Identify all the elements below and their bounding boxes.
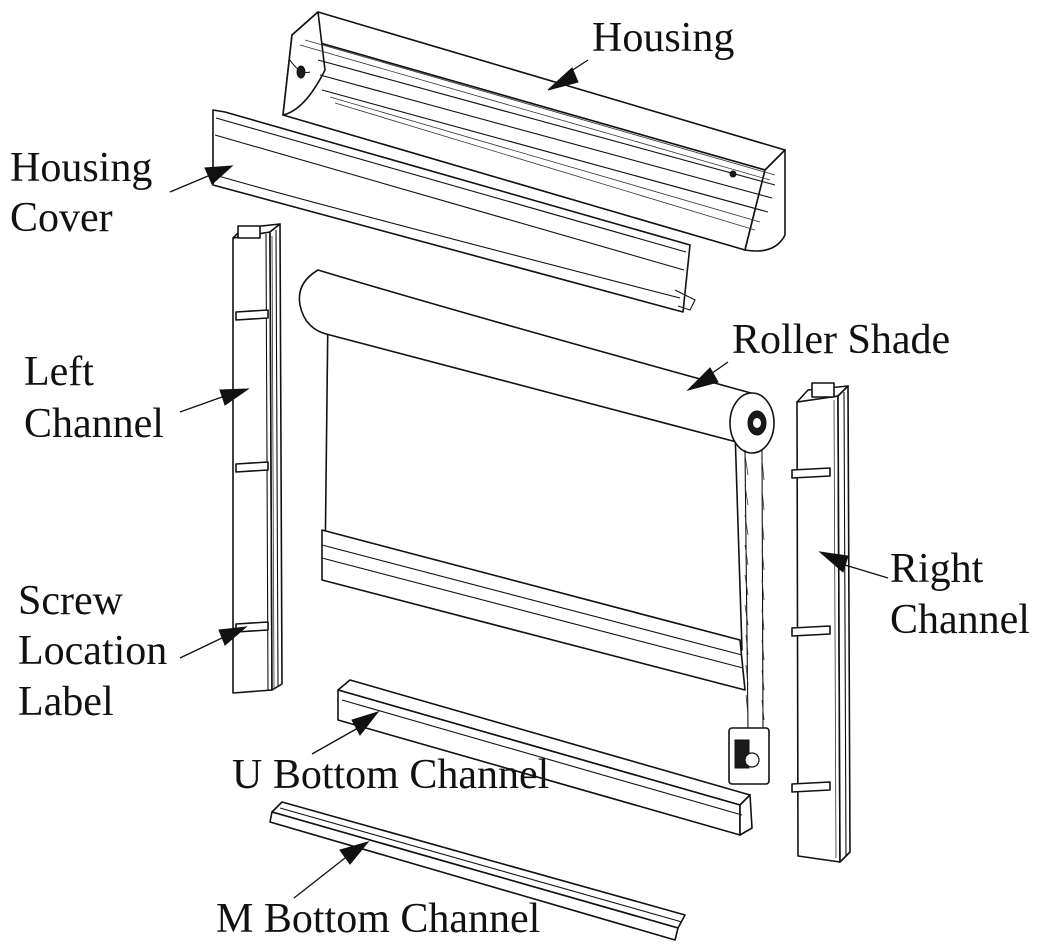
label-m-bottom-channel: M Bottom Channel — [216, 896, 540, 942]
label-right-channel-line1: Right — [890, 546, 984, 592]
label-housing-cover-line2: Cover — [10, 195, 113, 241]
right-channel-part — [791, 382, 851, 863]
housing-cover-part — [212, 109, 696, 313]
label-screw-location-line2: Location — [18, 628, 167, 674]
m-bottom-channel-part — [269, 801, 686, 941]
left-channel-part — [232, 223, 283, 694]
callout-labels: Housing Housing Cover Roller Shade Left … — [10, 15, 1030, 942]
label-left-channel-line2: Channel — [24, 401, 164, 447]
leader-lines — [169, 59, 889, 899]
label-right-channel-line2: Channel — [890, 597, 1030, 643]
housing-part — [282, 11, 786, 252]
u-bottom-channel-part — [337, 679, 753, 836]
roller-shade-part — [298, 269, 775, 785]
label-left-channel-line1: Left — [24, 349, 94, 395]
label-screw-location-line1: Screw — [18, 578, 124, 624]
label-housing-cover-line1: Housing — [10, 145, 152, 191]
label-housing: Housing — [592, 15, 734, 61]
label-screw-location-line3: Label — [18, 679, 114, 725]
label-u-bottom-channel: U Bottom Channel — [232, 752, 549, 798]
label-roller-shade: Roller Shade — [732, 317, 950, 363]
